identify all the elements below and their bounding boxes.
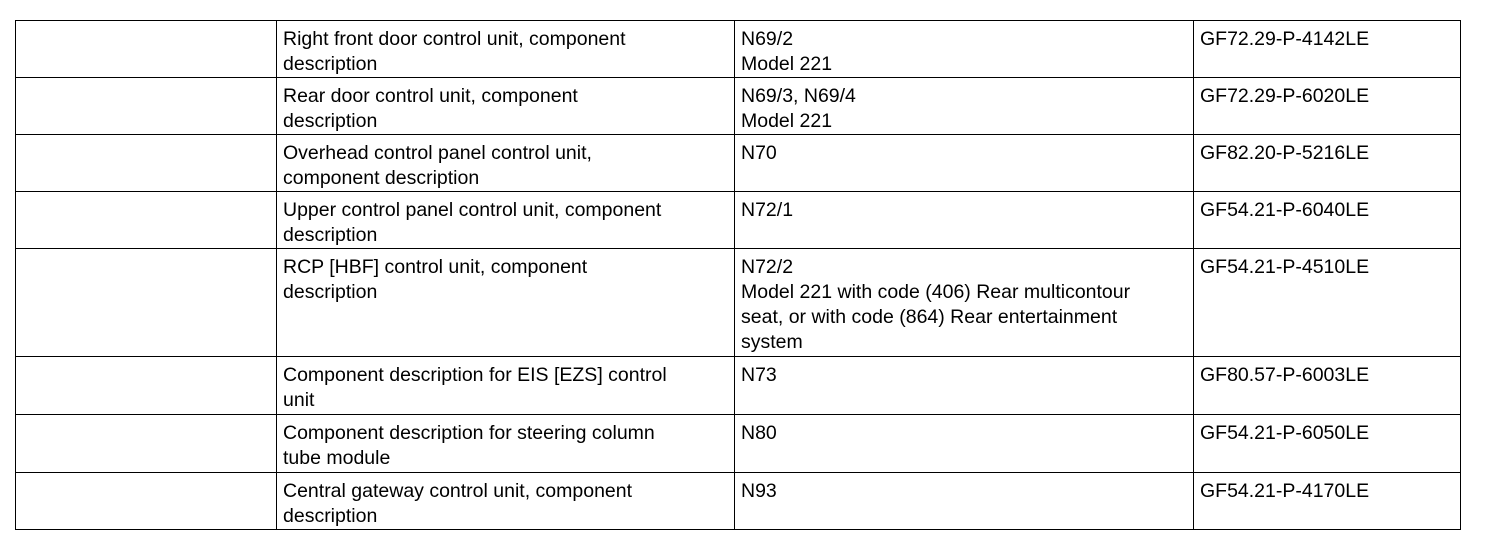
description-line: unit [283, 389, 315, 411]
designation-line: N72/2 [741, 256, 794, 278]
description-line: description [283, 53, 378, 75]
description-line: Rear door control unit, component [283, 85, 578, 107]
description-line: description [283, 505, 378, 527]
designation-line: Model 221 with code (406) Rear multicont… [741, 281, 1131, 303]
blank-cell [15, 191, 277, 249]
blank-cell [15, 20, 277, 78]
designation-line: N80 [741, 422, 777, 444]
table-row: RCP [HBF] control unit, component descrip… [15, 248, 1461, 357]
blank-cell [15, 134, 277, 192]
description-cell: Right front door control unit, component… [276, 20, 735, 78]
description-cell: Central gateway control unit, component d… [276, 472, 735, 530]
document-number-cell: GF54.21-P-6040LE [1193, 191, 1461, 249]
document-number-cell: GF54.21-P-4170LE [1193, 472, 1461, 530]
table-row: Central gateway control unit, component d… [15, 472, 1461, 530]
designation-line: Model 221 [741, 53, 833, 75]
table-row: Component description for EIS [EZS] cont… [15, 356, 1461, 415]
blank-cell [15, 248, 277, 357]
description-line: description [283, 110, 378, 132]
document-number: GF80.57-P-6003LE [1200, 364, 1370, 386]
designation-line: seat, or with code (864) Rear entertainm… [741, 306, 1118, 328]
designation-line: N93 [741, 480, 777, 502]
document-number-cell: GF80.57-P-6003LE [1193, 356, 1461, 415]
table-body: Right front door control unit, component… [15, 20, 1461, 530]
table-row: Overhead control panel control unit, comp… [15, 134, 1461, 192]
description-line: tube module [283, 447, 391, 469]
description-line: component description [283, 167, 480, 189]
document-number: GF54.21-P-6050LE [1200, 422, 1370, 444]
designation-line: N69/3, N69/4 [741, 85, 856, 107]
designation-cell: N72/1 [734, 191, 1194, 249]
document-number-cell: GF82.20-P-5216LE [1193, 134, 1461, 192]
table-row: Right front door control unit, component… [15, 20, 1461, 78]
document-number: GF54.21-P-4170LE [1200, 480, 1370, 502]
table-row: Component description for steering colum… [15, 414, 1461, 473]
description-line: RCP [HBF] control unit, component [283, 256, 588, 278]
description-line: description [283, 224, 378, 246]
document-number-cell: GF72.29-P-6020LE [1193, 77, 1461, 135]
document-number: GF72.29-P-6020LE [1200, 85, 1370, 107]
designation-cell: N80 [734, 414, 1194, 473]
table-row: Upper control panel control unit, compon… [15, 191, 1461, 249]
designation-line: N73 [741, 364, 777, 386]
description-cell: RCP [HBF] control unit, component descrip… [276, 248, 735, 357]
document-number-cell: GF54.21-P-6050LE [1193, 414, 1461, 473]
designation-line: N69/2 [741, 28, 794, 50]
blank-cell [15, 356, 277, 415]
designation-line: system [741, 331, 803, 353]
description-line: Central gateway control unit, component [283, 480, 633, 502]
designation-line: Model 221 [741, 110, 833, 132]
description-line: Component description for steering colum… [283, 422, 655, 444]
document-number-cell: GF72.29-P-4142LE [1193, 20, 1461, 78]
designation-cell: N70 [734, 134, 1194, 192]
description-line: Upper control panel control unit, compon… [283, 199, 662, 221]
description-line: description [283, 281, 378, 303]
table-row: Rear door control unit, component descrip… [15, 77, 1461, 135]
description-cell: Overhead control panel control unit, comp… [276, 134, 735, 192]
designation-cell: N73 [734, 356, 1194, 415]
blank-cell [15, 77, 277, 135]
description-cell: Component description for EIS [EZS] cont… [276, 356, 735, 415]
designation-cell: N93 [734, 472, 1194, 530]
designation-line: N70 [741, 142, 777, 164]
description-cell: Upper control panel control unit, compon… [276, 191, 735, 249]
description-cell: Component description for steering colum… [276, 414, 735, 473]
description-line: Component description for EIS [EZS] cont… [283, 364, 667, 386]
description-line: Right front door control unit, component [283, 28, 626, 50]
document-number: GF54.21-P-6040LE [1200, 199, 1370, 221]
component-table: Right front door control unit, component… [15, 20, 1461, 530]
document-number: GF82.20-P-5216LE [1200, 142, 1370, 164]
blank-cell [15, 472, 277, 530]
document-number: GF72.29-P-4142LE [1200, 28, 1370, 50]
blank-cell [15, 414, 277, 473]
description-line: Overhead control panel control unit, [283, 142, 592, 164]
document-number-cell: GF54.21-P-4510LE [1193, 248, 1461, 357]
document-number: GF54.21-P-4510LE [1200, 256, 1370, 278]
description-cell: Rear door control unit, component descrip… [276, 77, 735, 135]
designation-line: N72/1 [741, 199, 794, 221]
